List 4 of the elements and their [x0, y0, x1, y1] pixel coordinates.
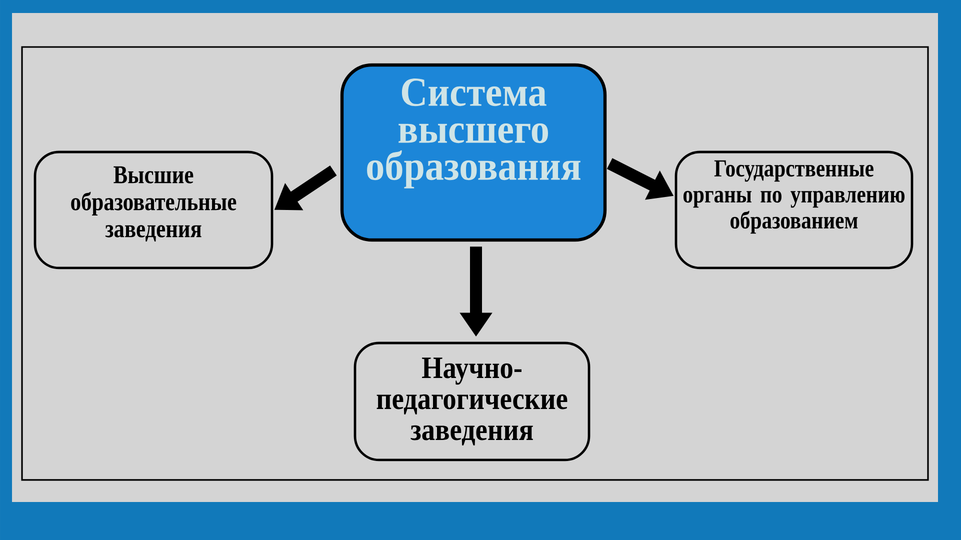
- highlighted-box: Система высшего образования: [340, 63, 607, 242]
- rounded-box: Высшие образовательные заведения: [34, 150, 274, 270]
- rounded-box: Научно-педагогические заведения: [354, 342, 590, 462]
- rounded-box: Государственные органы по управлению образованием: [674, 150, 914, 270]
